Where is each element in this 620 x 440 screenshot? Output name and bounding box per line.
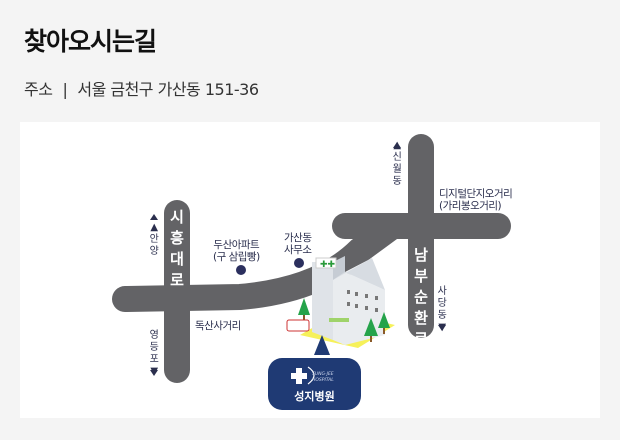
landmark-name: 가산동 bbox=[284, 232, 312, 244]
hospital-name: 성지병원 bbox=[294, 390, 335, 403]
page-title: 찾아오시는길 bbox=[24, 27, 157, 56]
landmark-subname: (가리봉오거리) bbox=[439, 200, 502, 212]
address-separator: | bbox=[62, 80, 68, 99]
direction-anyang: ▲안양 bbox=[149, 222, 159, 257]
direction-sadang-dong: 사당동▼ bbox=[437, 286, 447, 333]
svg-text:HOSPITAL: HOSPITAL bbox=[312, 377, 334, 383]
road-label-siheung-daero: 시흥대로 bbox=[170, 208, 184, 289]
svg-text:SUNG-JEE: SUNG-JEE bbox=[312, 371, 334, 377]
landmark-digital-complex-intersection: 디지털단지오거리(가리봉오거리) bbox=[439, 188, 513, 212]
landmark-subname: (구 삼립빵) bbox=[213, 251, 260, 263]
landmark-subname: 사무소 bbox=[284, 244, 312, 256]
address-line: 주소 | 서울 금천구 가산동 151-36 bbox=[24, 76, 259, 100]
svg-text:✚✚: ✚✚ bbox=[320, 260, 336, 270]
road-label-nambu-sunhwan-ro: 남부순환로 bbox=[414, 246, 428, 348]
landmark-doosan-apt: 두산아파트(구 삼립빵) bbox=[213, 239, 260, 263]
direction-yeongdeungpo: 영등포▼ bbox=[149, 330, 159, 377]
address-value: 서울 금천구 가산동 151-36 bbox=[77, 80, 259, 99]
landmark-name: 두산아파트 bbox=[213, 239, 260, 251]
landmark-name: 디지털단지오거리 bbox=[439, 188, 513, 200]
hospital-illustration: ✚✚ bbox=[286, 256, 395, 355]
road-main-horizontal bbox=[112, 215, 403, 312]
apartment-marker bbox=[236, 265, 246, 275]
address-label: 주소 bbox=[24, 80, 53, 99]
ambulance bbox=[286, 319, 310, 332]
hospital-marker: SUNG-JEE HOSPITAL 성지병원 bbox=[268, 358, 361, 410]
hospital-logo: SUNG-JEE HOSPITAL bbox=[291, 366, 334, 385]
office-marker bbox=[294, 258, 304, 268]
direction-arrows bbox=[150, 142, 446, 376]
landmark-doksan-intersection: 독산사거리 bbox=[195, 320, 241, 332]
direction-sinwol-dong: ▲신월동 bbox=[392, 140, 402, 187]
